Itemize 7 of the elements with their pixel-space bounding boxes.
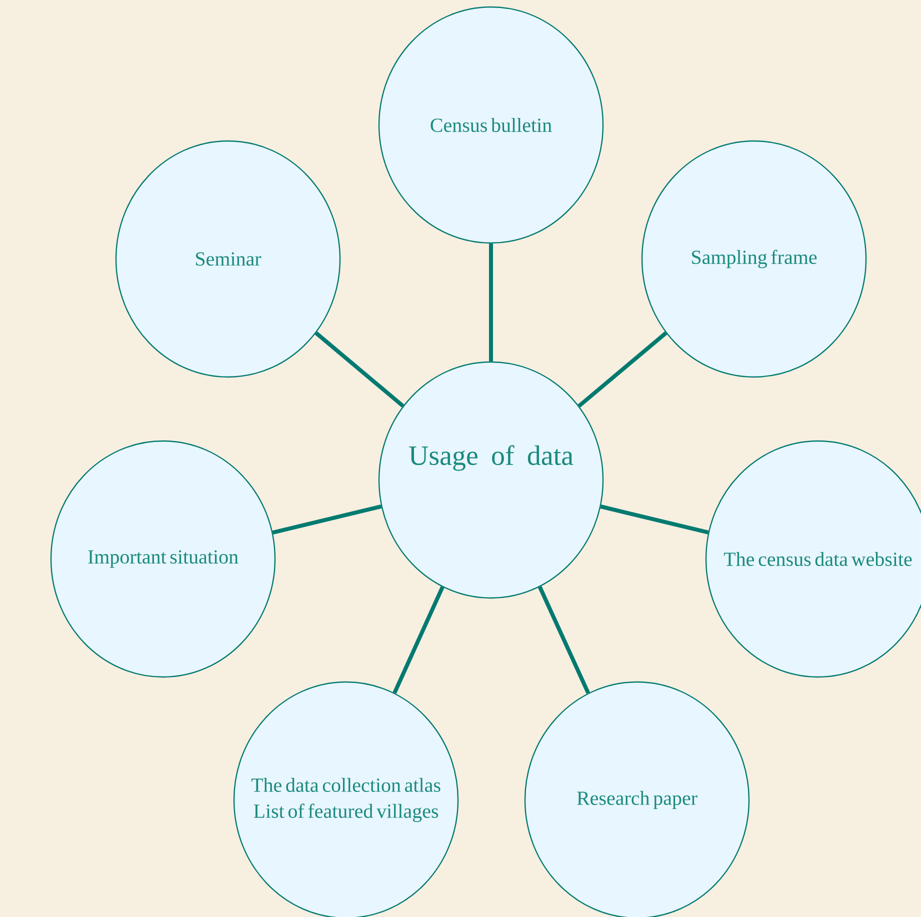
connector-line — [538, 586, 590, 694]
connector-line — [314, 331, 404, 408]
connector-line — [578, 331, 668, 408]
connector-line — [489, 244, 493, 362]
connector-line — [600, 504, 709, 534]
connector-line — [392, 586, 444, 694]
connector-line — [272, 504, 382, 534]
